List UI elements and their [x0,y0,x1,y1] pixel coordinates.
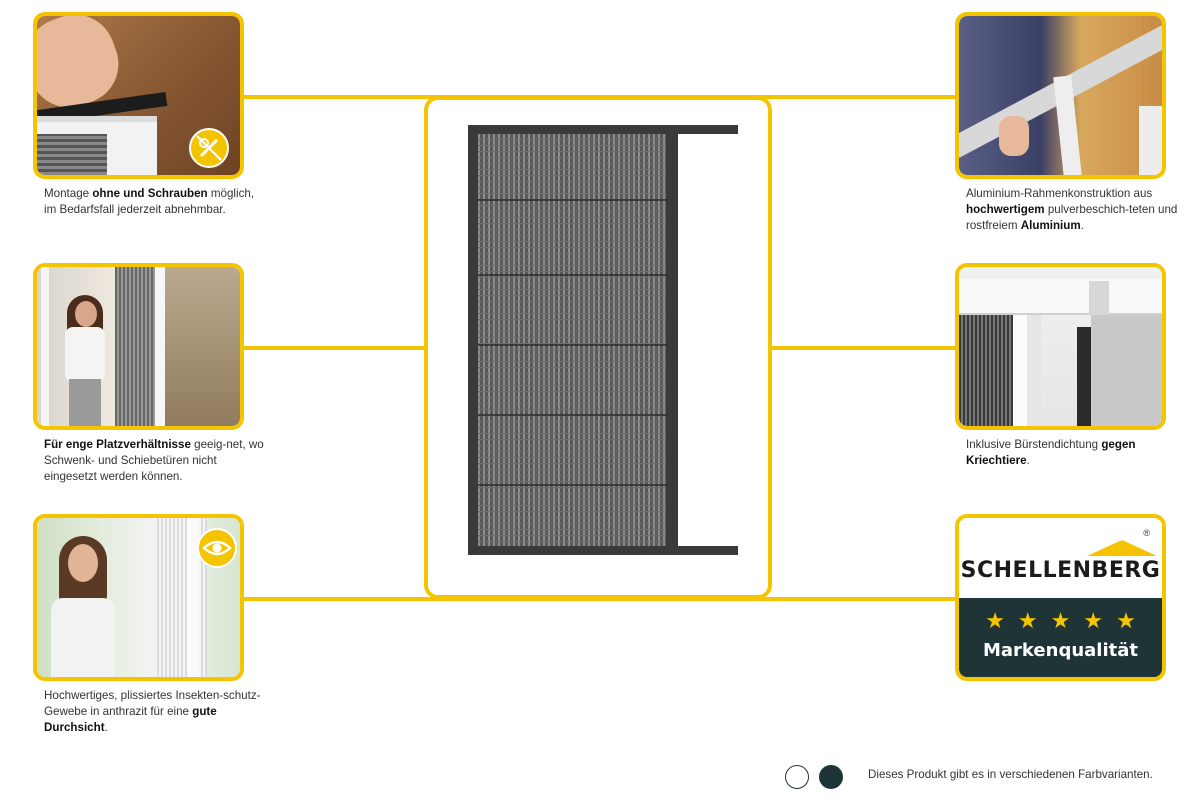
tight-spaces-photo [33,263,244,430]
mounting-caption: Montage ohne und Schrauben möglich, im B… [44,187,255,216]
no-screws-icon [189,128,229,168]
pleated-screen-door-illustration [468,125,738,555]
brush-seal-photo [955,263,1166,430]
fabric-caption: Hochwertiges, plissiertes Insekten-schut… [44,689,261,734]
brand-logo: ® SCHELLENBERG ★★★★★ Markenqualität [955,514,1166,681]
connector-line [244,597,956,601]
tight-spaces-caption: Für enge Platzverhältnisse geeig-net, wo… [44,438,264,483]
color-variants-note: Dieses Produkt gibt es in verschiedenen … [868,768,1153,781]
rating-stars: ★★★★★ [985,608,1149,633]
registered-mark: ® [1143,528,1150,538]
fabric-photo [33,514,244,681]
roof-icon [1087,540,1157,556]
eye-icon [197,528,237,568]
connector-line [244,346,426,350]
aluminium-frame-caption: Aluminium-Rahmenkonstruktion aus hochwer… [966,187,1178,232]
brand-name: SCHELLENBERG [960,558,1161,583]
color-swatch-white[interactable] [785,765,809,789]
product-image-frame [424,96,772,599]
brush-seal-caption: Inklusive Bürstendichtung gegen Kriechti… [966,438,1136,467]
color-swatch-anthracite[interactable] [819,765,843,789]
mounting-photo [33,12,244,179]
brand-tagline: Markenqualität [983,640,1138,661]
connector-line [770,346,958,350]
aluminium-frame-photo [955,12,1166,179]
